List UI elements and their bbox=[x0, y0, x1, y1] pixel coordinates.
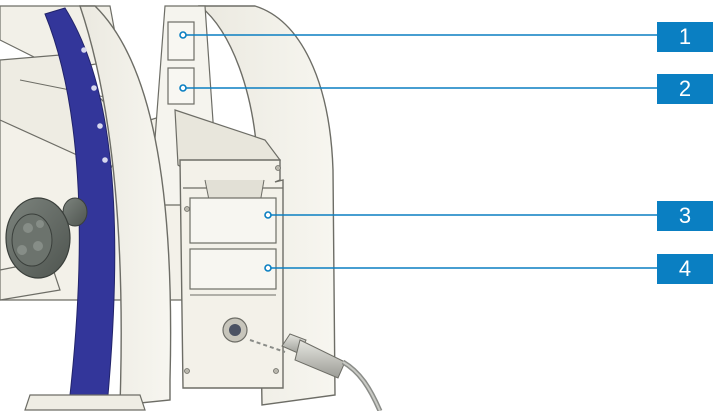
screw bbox=[184, 368, 190, 374]
upper-slot-1 bbox=[167, 21, 195, 61]
cable-plug-icon bbox=[281, 333, 383, 411]
callout-4: 4 bbox=[657, 254, 713, 284]
screw bbox=[275, 165, 281, 171]
leader-lines bbox=[179, 31, 657, 272]
callout-3: 3 bbox=[657, 201, 713, 231]
power-cable bbox=[249, 339, 286, 353]
power-socket-icon bbox=[222, 317, 248, 343]
label-area-3 bbox=[189, 197, 277, 244]
focus-knob-icon bbox=[5, 197, 88, 279]
screw bbox=[273, 368, 279, 374]
label-area-4 bbox=[189, 248, 277, 290]
screw bbox=[184, 206, 190, 212]
callout-1: 1 bbox=[657, 22, 713, 52]
callout-2: 2 bbox=[657, 74, 713, 104]
